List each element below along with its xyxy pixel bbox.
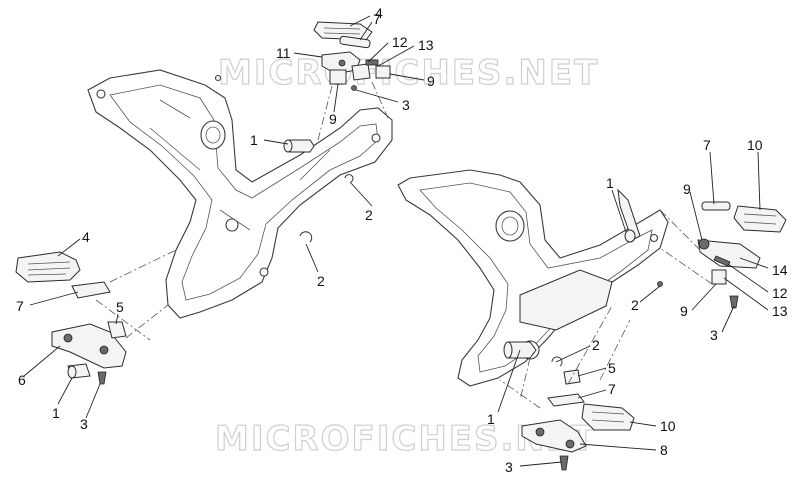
- callout-3-top: 3: [402, 97, 410, 113]
- callout-3-right-lower: 3: [505, 459, 513, 475]
- callout-9-top-right: 9: [427, 73, 435, 89]
- callout-5-right: 5: [608, 360, 616, 376]
- callout-13-top: 13: [418, 37, 434, 53]
- callout-11-top: 11: [276, 45, 291, 61]
- left-footpeg-assembly: [15, 251, 127, 385]
- top-footpeg-assembly: [313, 21, 391, 91]
- watermark-top: MICROFICHES.NET: [218, 53, 599, 93]
- left-footrest-bracket: [87, 69, 393, 319]
- right-lower-footpeg-assembly: [503, 341, 635, 471]
- callout-1-left-pin: 1: [250, 132, 258, 148]
- callout-4-left: 4: [82, 229, 90, 245]
- leader-lines: [23, 15, 769, 467]
- callout-1-right-lower: 1: [487, 411, 495, 427]
- callout-8-right: 8: [660, 442, 668, 458]
- callout-1-left-bottom: 1: [52, 405, 60, 421]
- callout-2-left-upper: 2: [365, 207, 373, 223]
- callout-9-top-left: 9: [329, 111, 337, 127]
- callout-12-right: 12: [772, 285, 788, 301]
- callout-labels: 4 7 11 12 13 9 9 3 1 2 2 4 7 5 6 1 3 1 7…: [16, 5, 788, 475]
- callout-7-top: 7: [373, 11, 381, 27]
- callout-10-right-upper: 10: [747, 137, 763, 153]
- callout-7-right-upper: 7: [703, 137, 711, 153]
- callout-9-right-lower: 9: [680, 303, 688, 319]
- left-pin-and-clips: [283, 139, 354, 243]
- callout-2-left-lower: 2: [317, 273, 325, 289]
- callout-1-right-upper: 1: [606, 175, 614, 191]
- callout-12-top: 12: [392, 34, 408, 50]
- callout-7-left: 7: [16, 298, 24, 314]
- callout-10-right-lower: 10: [660, 418, 676, 434]
- callout-5-left: 5: [116, 299, 124, 315]
- callout-14-right: 14: [772, 262, 788, 278]
- callout-4-top: 4: [375, 5, 383, 21]
- callout-3-right-upper: 3: [710, 327, 718, 343]
- callout-2-right-lower: 2: [592, 337, 600, 353]
- callout-2-right-upper: 2: [631, 297, 639, 313]
- callout-9-right-upper: 9: [683, 181, 691, 197]
- right-upper-footpeg-assembly: [617, 188, 787, 309]
- callout-6-left: 6: [18, 372, 26, 388]
- callout-3-left: 3: [80, 416, 88, 432]
- callout-13-right: 13: [772, 303, 788, 319]
- callout-7-right-lower: 7: [608, 381, 616, 397]
